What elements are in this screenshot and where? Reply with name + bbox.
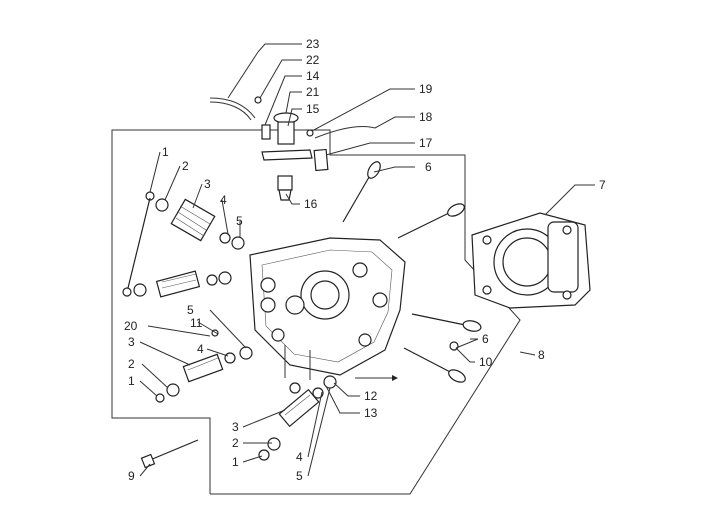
callout-21: 21 <box>306 85 320 99</box>
washers-and-keepers <box>122 191 337 461</box>
callout-3-lower: 3 <box>232 420 239 434</box>
callout-4-upper: 4 <box>220 193 227 207</box>
callout-1-mid: 1 <box>128 374 135 388</box>
callout-5-upper: 5 <box>236 214 243 228</box>
callout-18: 18 <box>419 110 433 124</box>
callout-2-upper: 2 <box>182 159 189 173</box>
callout-14: 14 <box>306 69 320 83</box>
callout-4-mid: 4 <box>197 342 204 356</box>
callout-labels: 23 22 14 21 15 19 18 17 6 7 16 1 2 3 4 5… <box>124 37 606 483</box>
callout-1-upper: 1 <box>162 145 169 159</box>
callout-9: 9 <box>128 469 135 483</box>
callout-3-mid: 3 <box>128 335 135 349</box>
callout-5-lower: 5 <box>296 469 303 483</box>
cylinder-head <box>249 237 406 380</box>
callout-4-lower: 4 <box>296 450 303 464</box>
callout-8: 8 <box>538 348 545 362</box>
callout-3-upper: 3 <box>204 177 211 191</box>
head-bolt <box>140 439 199 469</box>
callout-23: 23 <box>306 37 320 51</box>
callout-12: 12 <box>364 389 378 403</box>
callout-10: 10 <box>479 355 493 369</box>
callout-7: 7 <box>599 178 606 192</box>
valves <box>342 161 482 383</box>
callout-6-upper: 6 <box>425 160 432 174</box>
callout-13: 13 <box>364 406 378 420</box>
callout-19: 19 <box>419 82 433 96</box>
cylinder-head-gasket <box>471 212 591 309</box>
callout-16: 16 <box>304 197 318 211</box>
callout-22: 22 <box>306 53 320 67</box>
callout-20: 20 <box>124 319 138 333</box>
callout-2-lower: 2 <box>232 436 239 450</box>
callout-15: 15 <box>306 102 320 116</box>
callout-5-mid: 5 <box>187 303 194 317</box>
valve-springs <box>155 198 320 428</box>
callout-11: 11 <box>190 316 203 330</box>
group-outline <box>111 129 521 495</box>
callout-17: 17 <box>419 136 433 150</box>
callout-6-lower: 6 <box>482 332 489 346</box>
callout-2-mid: 2 <box>128 357 135 371</box>
callout-1-lower: 1 <box>232 455 239 469</box>
leader-lines <box>139 43 595 477</box>
